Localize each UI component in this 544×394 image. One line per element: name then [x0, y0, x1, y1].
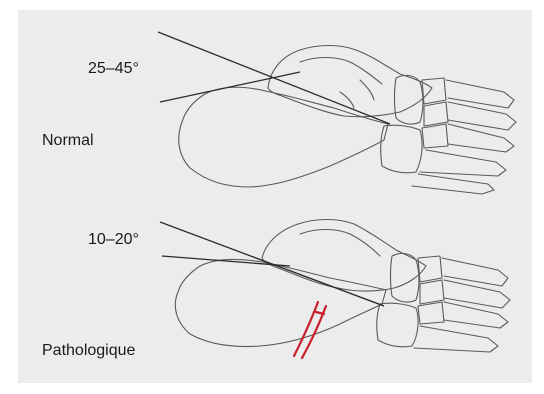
pathologic-cuboid-outline — [377, 303, 418, 347]
normal-navicular-outline — [395, 75, 424, 124]
normal-calcaneus-outline — [179, 87, 388, 187]
normal-cuboid-outline — [381, 125, 422, 173]
normal-angle-lines — [158, 32, 390, 124]
normal-metatarsal-4 — [420, 150, 506, 176]
normal-metatarsal-3 — [448, 124, 514, 152]
pathologic-talus-inner — [300, 230, 380, 257]
pathologic-cuneiform-1 — [418, 256, 442, 282]
fracture-line-1 — [294, 302, 318, 356]
pathologic-metatarsal-4 — [414, 326, 498, 352]
normal-cuneiform-2 — [424, 102, 448, 126]
pathologic-foot-drawing — [175, 220, 510, 353]
pathologic-caption: Pathologique — [42, 342, 135, 360]
normal-metatarsal-2 — [448, 102, 516, 130]
pathologic-angle-line-lower — [162, 256, 290, 266]
pathologic-angle-label: 10–20° — [88, 231, 139, 249]
normal-talus-outline — [268, 46, 432, 117]
pathologic-cuneiform-2 — [420, 280, 444, 304]
normal-foot-drawing — [179, 46, 516, 195]
normal-caption: Normal — [42, 132, 94, 150]
normal-angle-label: 25–45° — [88, 60, 139, 78]
normal-talus-inner — [300, 58, 382, 85]
normal-cuneiform-3 — [422, 124, 448, 148]
fracture-lines — [294, 302, 326, 358]
normal-cuneiform-1 — [422, 78, 446, 104]
normal-metatarsal-5 — [412, 174, 494, 194]
normal-joint-detail — [340, 80, 374, 108]
pathologic-calcaneus-outline — [175, 259, 386, 346]
pathologic-metatarsal-3 — [444, 302, 508, 328]
pathologic-cuneiform-3 — [418, 302, 444, 324]
normal-angle-line-lower — [160, 72, 300, 102]
